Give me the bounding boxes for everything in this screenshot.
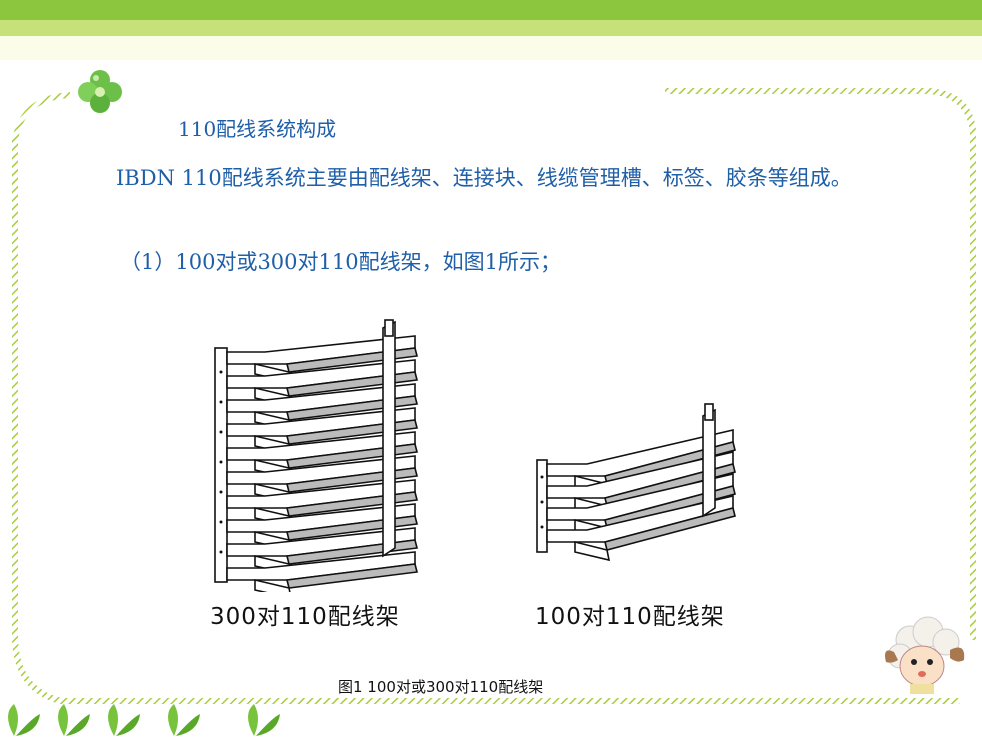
patch-panel-illustration bbox=[214, 319, 736, 592]
top-pale-band bbox=[0, 36, 982, 60]
label-300-pair-panel: 300对110配线架 bbox=[210, 604, 400, 630]
figure-caption: 图1 100对或300对110配线架 bbox=[338, 678, 544, 696]
clover-icon bbox=[78, 70, 122, 113]
slide-title: 110配线系统构成 bbox=[178, 117, 337, 141]
top-light-green-band bbox=[0, 20, 982, 36]
sheep-mascot-icon bbox=[885, 616, 965, 694]
leaf-icon bbox=[8, 704, 18, 736]
top-green-band bbox=[0, 0, 982, 20]
list-item-1: （1）100对或300对110配线架，如图1所示； bbox=[120, 250, 561, 274]
label-100-pair-panel: 100对110配线架 bbox=[535, 604, 725, 630]
intro-paragraph: IBDN 110配线系统主要由配线架、连接块、线缆管理槽、标签、胶条等组成。 bbox=[116, 166, 852, 190]
leaf-border bbox=[8, 704, 280, 736]
